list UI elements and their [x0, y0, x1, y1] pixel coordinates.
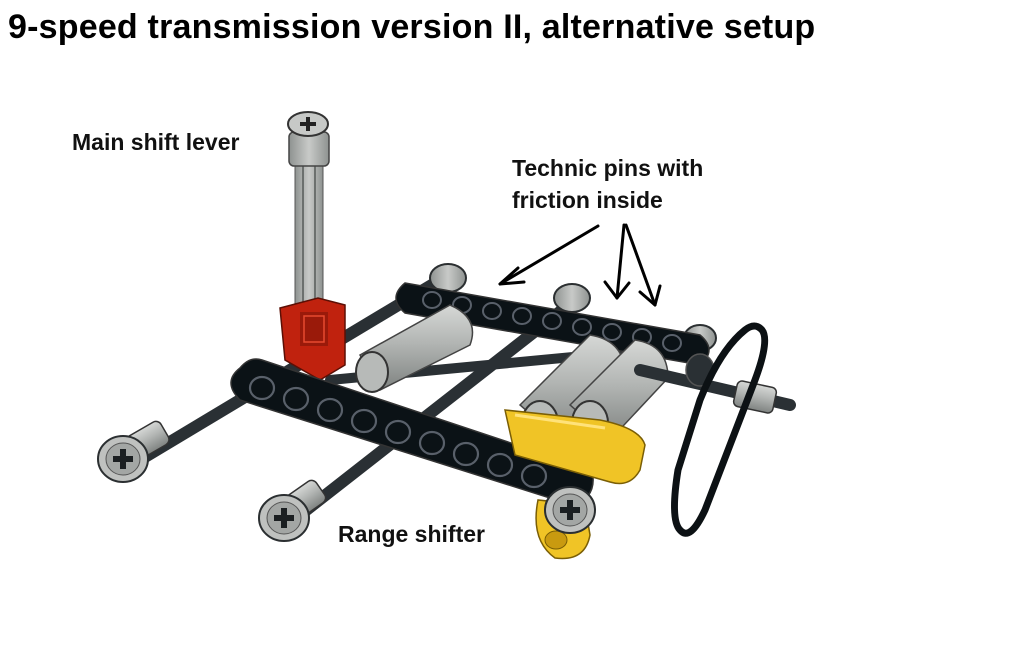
annotation-arrows: [498, 223, 662, 307]
technic-pins-label-line2: friction inside: [512, 187, 663, 213]
main-shift-lever: [287, 111, 330, 311]
arrow-to-first-pin: [498, 224, 600, 286]
rubber-band: [671, 322, 769, 537]
front-axle-bushes: [97, 420, 596, 542]
page-title: 9-speed transmission version II, alterna…: [8, 8, 816, 46]
arrow-to-second-pin: [603, 223, 631, 300]
technic-pins-label-line1: Technic pins with: [512, 155, 704, 181]
range-shifter-label: Range shifter: [338, 521, 485, 547]
front-beam: [230, 358, 594, 506]
arrow-to-third-pin: [624, 223, 662, 307]
main-shift-lever-label: Main shift lever: [72, 129, 240, 155]
red-shifter: [279, 297, 346, 381]
technic-pins-label: Technic pins with friction inside: [512, 152, 703, 216]
